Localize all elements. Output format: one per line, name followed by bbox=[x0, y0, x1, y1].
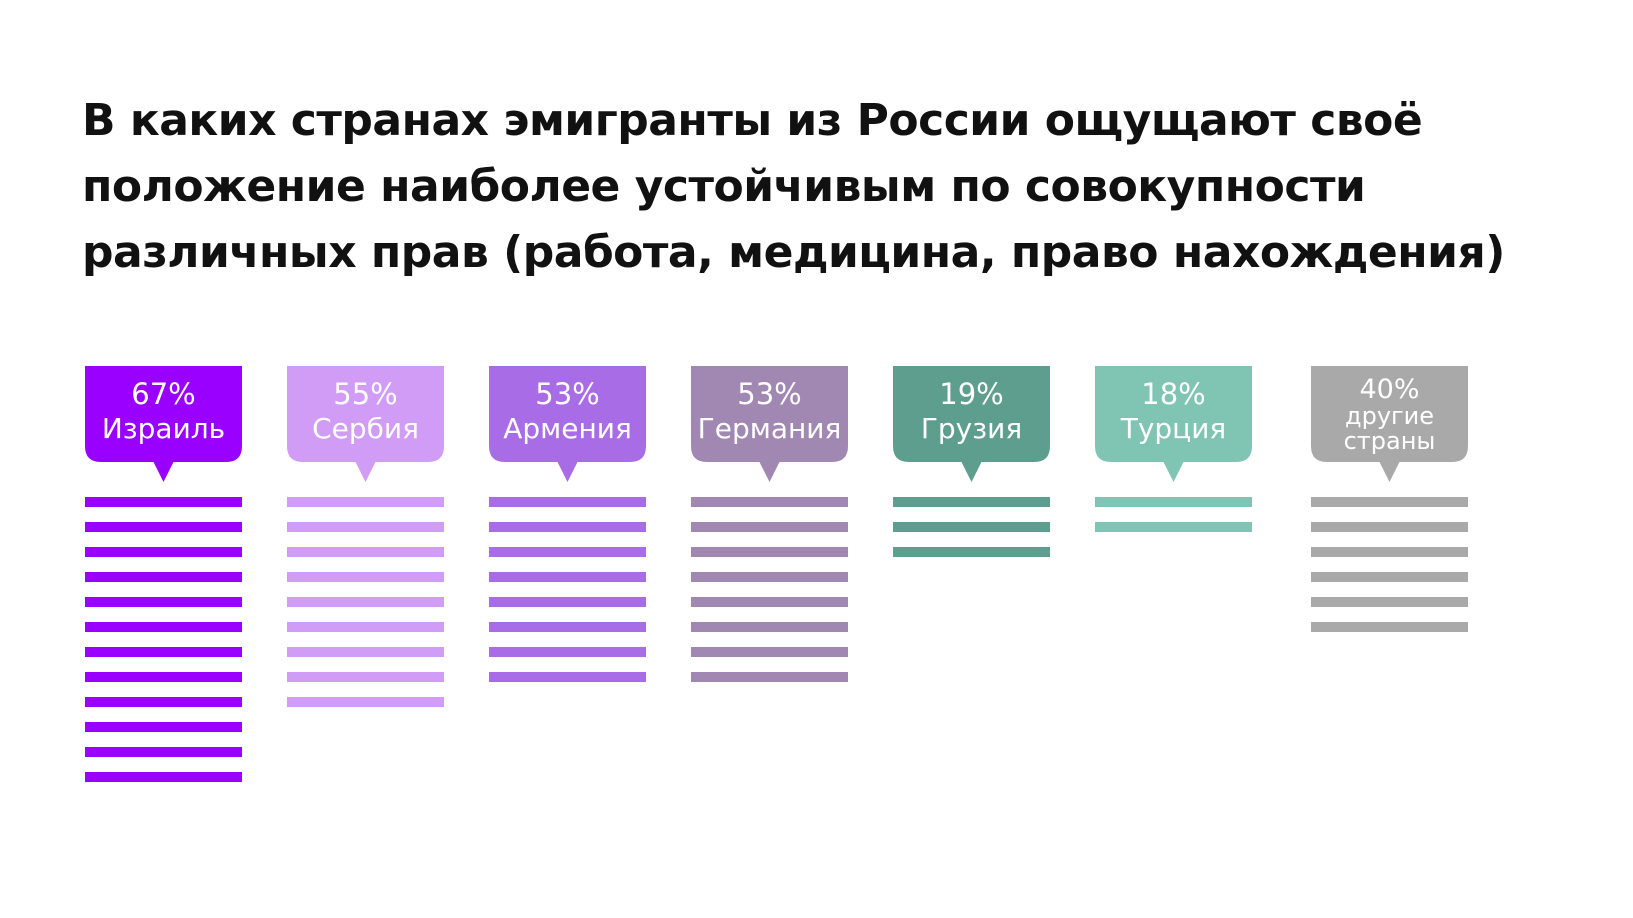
callout-cat-5 bbox=[893, 366, 1050, 482]
bar-stripe-cat-6-2 bbox=[1095, 522, 1252, 532]
category-label-cat-7-line-2: страны bbox=[1344, 427, 1436, 455]
title-line-2: положение наиболее устойчивым по совокуп… bbox=[82, 161, 1366, 212]
bar-stripe-cat-3-2 bbox=[489, 522, 646, 532]
value-label-cat-2: 55% bbox=[333, 377, 397, 411]
value-label-cat-4: 53% bbox=[737, 377, 801, 411]
value-label-cat-1: 67% bbox=[131, 377, 195, 411]
bar-stripe-cat-3-1 bbox=[489, 497, 646, 507]
title-line-3: различных прав (работа, медицина, право … bbox=[82, 227, 1505, 278]
bar-group-cat-6: 18%Турция bbox=[1095, 366, 1252, 532]
bar-group-cat-3: 53%Армения bbox=[489, 366, 646, 682]
category-label-cat-2: Сербия bbox=[312, 412, 419, 445]
bar-stripe-cat-1-12 bbox=[85, 772, 242, 782]
chart-title: В каких странах эмигранты из России ощущ… bbox=[82, 88, 1582, 286]
callout-cat-2 bbox=[287, 366, 444, 482]
callout-cat-3 bbox=[489, 366, 646, 482]
value-label-cat-7: 40% bbox=[1359, 374, 1419, 405]
bar-stripe-cat-2-9 bbox=[287, 697, 444, 707]
bar-stripe-cat-3-6 bbox=[489, 622, 646, 632]
bar-stripe-cat-3-3 bbox=[489, 547, 646, 557]
value-label-cat-3: 53% bbox=[535, 377, 599, 411]
bar-stripe-cat-5-1 bbox=[893, 497, 1050, 507]
bar-stripe-cat-1-11 bbox=[85, 747, 242, 757]
bar-group-cat-4: 53%Германия bbox=[691, 366, 848, 682]
bar-stripe-cat-1-9 bbox=[85, 697, 242, 707]
bar-stripe-cat-1-8 bbox=[85, 672, 242, 682]
bar-stripe-cat-7-4 bbox=[1311, 572, 1468, 582]
bar-stripe-cat-3-8 bbox=[489, 672, 646, 682]
bar-stripe-cat-3-4 bbox=[489, 572, 646, 582]
category-label-cat-1: Израиль bbox=[102, 412, 225, 445]
bar-group-cat-2: 55%Сербия bbox=[287, 366, 444, 707]
bar-stripe-cat-1-2 bbox=[85, 522, 242, 532]
bar-stripe-cat-2-4 bbox=[287, 572, 444, 582]
bar-stripe-cat-3-5 bbox=[489, 597, 646, 607]
title-line-1: В каких странах эмигранты из России ощущ… bbox=[82, 95, 1423, 146]
category-label-cat-6: Турция bbox=[1120, 412, 1227, 445]
bar-stripe-cat-7-6 bbox=[1311, 622, 1468, 632]
callout-cat-4 bbox=[691, 366, 848, 482]
callout-cat-6 bbox=[1095, 366, 1252, 482]
callout-cat-1 bbox=[85, 366, 242, 482]
bar-stripe-cat-2-3 bbox=[287, 547, 444, 557]
bar-stripe-cat-2-1 bbox=[287, 497, 444, 507]
bar-stripe-cat-1-5 bbox=[85, 597, 242, 607]
bar-stripe-cat-2-6 bbox=[287, 622, 444, 632]
bar-stripe-cat-4-5 bbox=[691, 597, 848, 607]
value-label-cat-6: 18% bbox=[1141, 377, 1205, 411]
bar-stripe-cat-4-4 bbox=[691, 572, 848, 582]
bar-stripe-cat-7-2 bbox=[1311, 522, 1468, 532]
bar-stripe-cat-1-10 bbox=[85, 722, 242, 732]
category-label-cat-4: Германия bbox=[698, 412, 842, 445]
value-label-cat-5: 19% bbox=[939, 377, 1003, 411]
bar-group-cat-1: 67%Израиль bbox=[85, 366, 242, 782]
bar-stripe-cat-4-7 bbox=[691, 647, 848, 657]
bar-stripe-cat-2-5 bbox=[287, 597, 444, 607]
bar-stripe-cat-2-8 bbox=[287, 672, 444, 682]
bar-stripe-cat-4-6 bbox=[691, 622, 848, 632]
bar-stripe-cat-4-1 bbox=[691, 497, 848, 507]
bar-group-cat-5: 19%Грузия bbox=[893, 366, 1050, 557]
bar-stripe-cat-4-3 bbox=[691, 547, 848, 557]
category-label-cat-3: Армения bbox=[503, 412, 632, 445]
bar-stripe-cat-7-3 bbox=[1311, 547, 1468, 557]
bar-stripe-cat-7-5 bbox=[1311, 597, 1468, 607]
bar-stripe-cat-1-7 bbox=[85, 647, 242, 657]
callout-cat-7 bbox=[1311, 366, 1468, 482]
bar-stripe-cat-7-1 bbox=[1311, 497, 1468, 507]
category-label-cat-7-line-1: другие bbox=[1345, 402, 1434, 430]
bar-stripe-cat-6-1 bbox=[1095, 497, 1252, 507]
bar-stripe-cat-4-2 bbox=[691, 522, 848, 532]
bar-stripe-cat-2-2 bbox=[287, 522, 444, 532]
bar-stripe-cat-1-1 bbox=[85, 497, 242, 507]
bar-stripe-cat-2-7 bbox=[287, 647, 444, 657]
bar-stripe-cat-5-3 bbox=[893, 547, 1050, 557]
bar-stripe-cat-5-2 bbox=[893, 522, 1050, 532]
bar-stripe-cat-1-6 bbox=[85, 622, 242, 632]
category-label-cat-5: Грузия bbox=[921, 412, 1022, 445]
bar-stripe-cat-1-4 bbox=[85, 572, 242, 582]
bar-stripe-cat-1-3 bbox=[85, 547, 242, 557]
bar-stripe-cat-4-8 bbox=[691, 672, 848, 682]
bar-stripe-cat-3-7 bbox=[489, 647, 646, 657]
